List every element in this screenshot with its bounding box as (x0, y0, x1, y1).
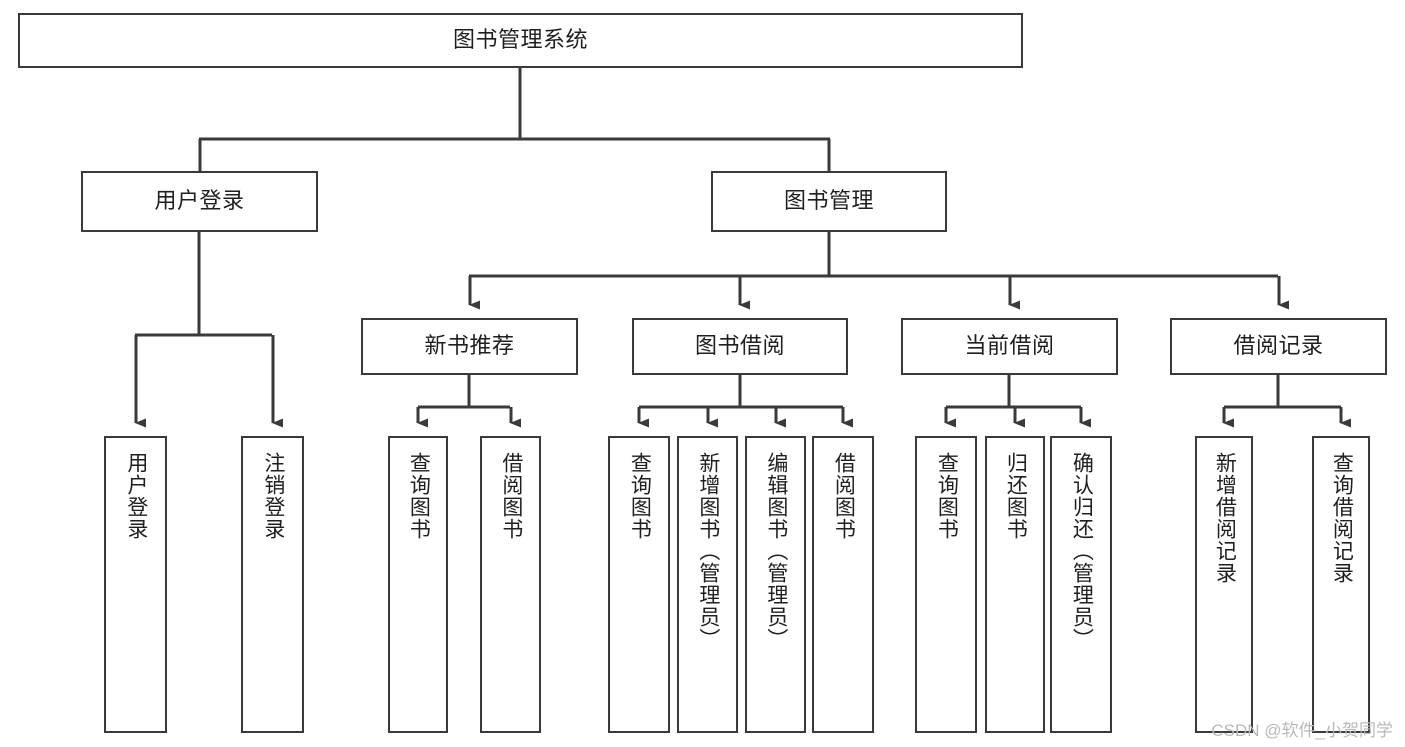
node-leaf-user-login[interactable]: 用户登录 (104, 436, 167, 733)
node-label: 确认归还（管理员） (1070, 452, 1094, 650)
node-label: 编辑图书（管理员） (764, 452, 788, 650)
node-label: 图书管理 (783, 188, 874, 214)
node-label: 新增借阅记录 (1213, 452, 1237, 584)
node-leaf-user-logout[interactable]: 注销登录 (241, 436, 304, 733)
node-label: 新书推荐 (424, 333, 515, 359)
node-label: 新增图书（管理员） (696, 452, 720, 650)
node-leaf-query-record[interactable]: 查询借阅记录 (1312, 436, 1370, 733)
csdn-watermark: CSDN @软件_小贺同学 (1211, 721, 1393, 740)
node-label: 查询借阅记录 (1330, 452, 1354, 584)
node-label: 借阅图书 (832, 452, 856, 540)
node-label: 查询图书 (628, 452, 652, 540)
node-root[interactable]: 图书管理系统 (18, 13, 1023, 68)
node-current-borrow[interactable]: 当前借阅 (901, 318, 1118, 375)
node-label: 注销登录 (261, 452, 285, 540)
node-leaf-borrow-book-2[interactable]: 借阅图书 (812, 436, 874, 733)
node-borrow-record[interactable]: 借阅记录 (1170, 318, 1387, 375)
node-new-book-rec[interactable]: 新书推荐 (361, 318, 578, 375)
node-leaf-query-book-3[interactable]: 查询图书 (915, 436, 977, 733)
node-label: 当前借阅 (964, 333, 1055, 359)
node-label: 借阅记录 (1233, 333, 1324, 359)
node-label: 借阅图书 (499, 452, 523, 540)
node-leaf-query-book-2[interactable]: 查询图书 (608, 436, 670, 733)
node-leaf-return-book[interactable]: 归还图书 (985, 436, 1045, 733)
node-label: 归还图书 (1004, 452, 1028, 540)
node-leaf-add-book[interactable]: 新增图书（管理员） (677, 436, 738, 733)
node-label: 用户登录 (124, 452, 148, 540)
node-leaf-borrow-book-1[interactable]: 借阅图书 (480, 436, 541, 733)
node-book-manage[interactable]: 图书管理 (711, 171, 947, 232)
node-leaf-edit-book[interactable]: 编辑图书（管理员） (745, 436, 806, 733)
node-label: 用户登录 (154, 188, 245, 214)
node-leaf-confirm-return[interactable]: 确认归还（管理员） (1050, 436, 1112, 733)
node-label: 查询图书 (935, 452, 959, 540)
node-label: 图书管理系统 (452, 27, 588, 53)
node-label: 图书借阅 (694, 333, 785, 359)
node-user-login[interactable]: 用户登录 (81, 171, 318, 232)
node-leaf-add-record[interactable]: 新增借阅记录 (1195, 436, 1253, 733)
node-leaf-query-book-1[interactable]: 查询图书 (388, 436, 448, 733)
node-book-borrow[interactable]: 图书借阅 (632, 318, 848, 375)
node-label: 查询图书 (407, 452, 431, 540)
